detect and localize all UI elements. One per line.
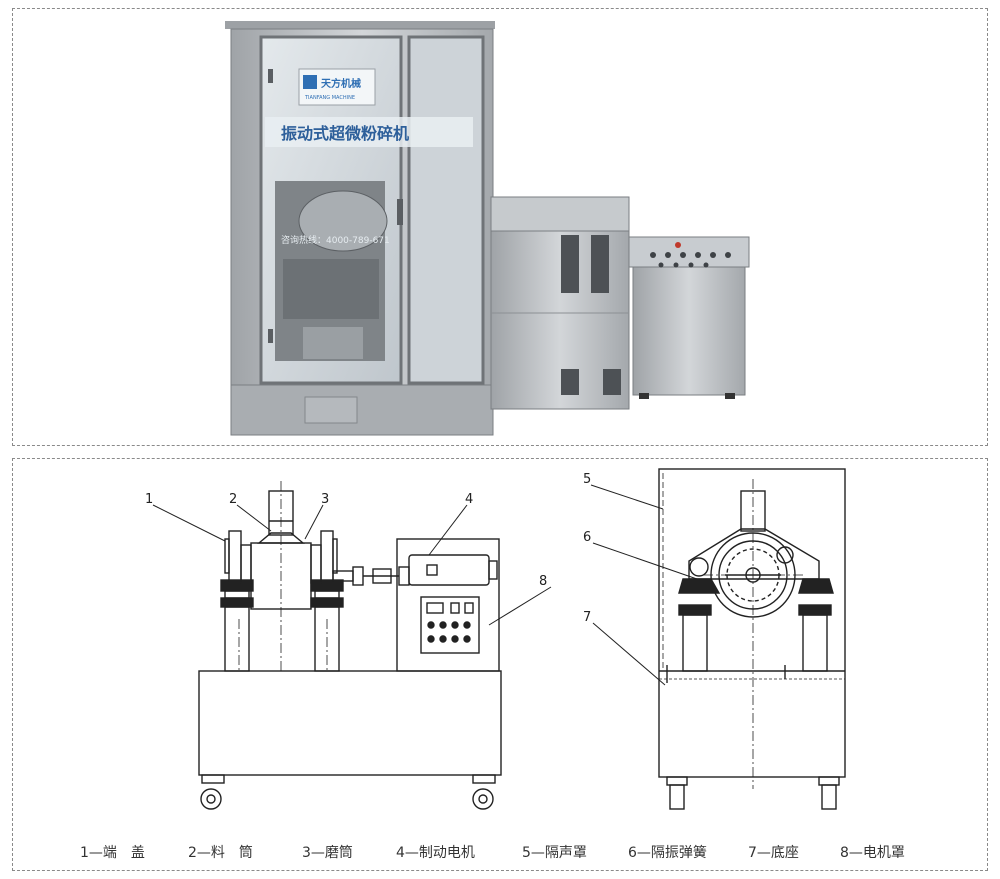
machine-photo: 天方机械 TIANFANG MACHINE 振动式超微粉碎机 咨询热线：4000… <box>225 21 750 436</box>
hotline-text: 咨询热线：4000-789-671 <box>281 234 390 246</box>
wheel-right <box>472 774 496 810</box>
callout-8: 8 <box>539 574 547 589</box>
technical-drawing: 1 2 3 4 5 6 7 8 <box>145 468 846 810</box>
end-cap-left <box>228 530 242 582</box>
legend-item-5: 5—隔声罩 <box>522 845 587 861</box>
soundproof-cover <box>658 468 846 778</box>
callout-6: 6 <box>583 530 591 545</box>
legend-item-1: 1—端 盖 <box>80 845 145 861</box>
leader-lines <box>152 484 698 686</box>
end-cap-right <box>320 530 334 582</box>
brake-motor <box>408 554 490 586</box>
wheel-left <box>200 774 225 810</box>
parts-legend: 1—端 盖 2—料 筒 3—磨筒 4—制动电机 5—隔声罩 6—隔振弹簧 7—底… <box>12 838 988 868</box>
photo-panel: 天方机械 TIANFANG MACHINE 振动式超微粉碎机 咨询热线：4000… <box>12 8 988 446</box>
brand-subtext: TIANFANG MACHINE <box>304 95 355 101</box>
motor-cover <box>396 538 500 672</box>
callout-7: 7 <box>583 610 591 625</box>
legend-item-6: 6—隔振弹簧 <box>628 845 707 861</box>
legend-item-4: 4—制动电机 <box>396 845 475 861</box>
legend-item-7: 7—底座 <box>748 845 799 861</box>
side-view <box>658 468 846 810</box>
brand-logo-icon <box>303 75 317 89</box>
side-wheel-right <box>818 776 840 810</box>
callout-2: 2 <box>229 492 237 507</box>
control-box <box>628 236 750 399</box>
base <box>198 670 502 776</box>
legend-item-8: 8—电机罩 <box>840 845 905 861</box>
brand-text: 天方机械 <box>321 77 361 90</box>
middle-enclosure <box>490 196 630 410</box>
callout-3: 3 <box>321 492 329 507</box>
callout-5: 5 <box>583 472 591 487</box>
machine-title: 振动式超微粉碎机 <box>281 124 409 143</box>
side-wheel-left <box>666 776 688 810</box>
material-barrel <box>257 532 305 544</box>
legend-item-3: 3—磨筒 <box>302 845 353 861</box>
front-view <box>198 481 502 810</box>
legend-item-2: 2—料 筒 <box>188 845 253 861</box>
callout-4: 4 <box>465 492 473 507</box>
main-cabinet: 天方机械 TIANFANG MACHINE 振动式超微粉碎机 咨询热线：4000… <box>225 21 495 436</box>
drawing-panel: 1 2 3 4 5 6 7 8 <box>12 458 988 871</box>
callout-1: 1 <box>145 492 153 507</box>
